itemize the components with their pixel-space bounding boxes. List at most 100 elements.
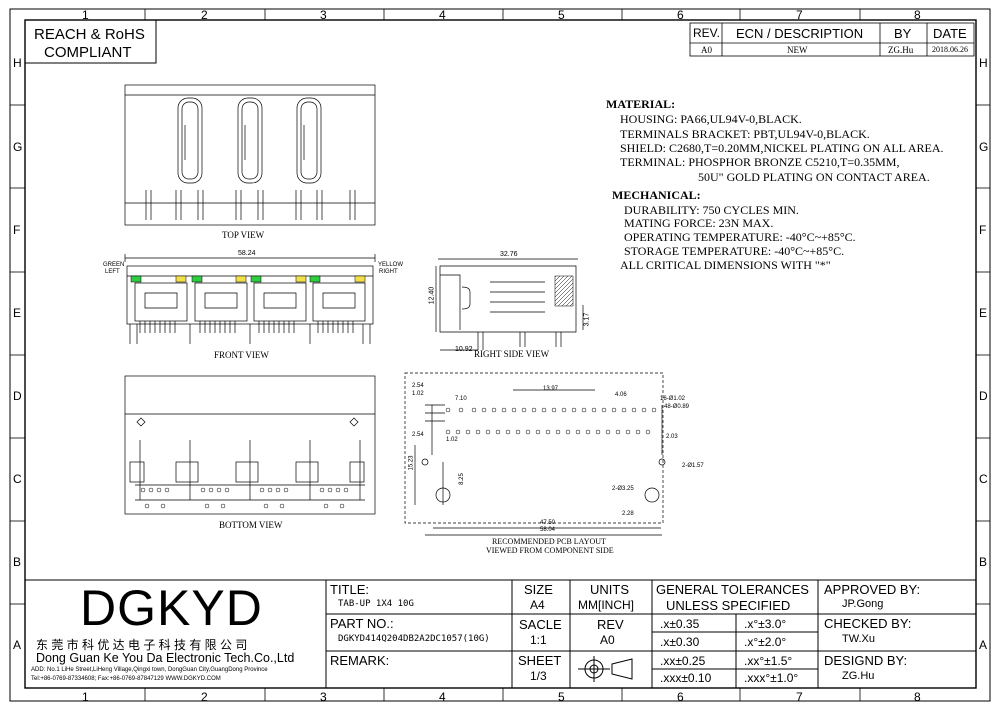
- grid-col-label: 6: [677, 8, 684, 22]
- led-right-label: RIGHT: [379, 269, 398, 275]
- tolerances-title-1: GENERAL TOLERANCES: [656, 582, 809, 597]
- tolerance-linear: .x±0.30: [660, 635, 700, 649]
- rev-value-ecn: NEW: [787, 45, 808, 55]
- approved-by-value: JP.Gong: [842, 598, 884, 610]
- dim-pcb-holes3: 2-Ø1.57: [682, 463, 704, 469]
- tolerance-angular: .x°±2.0°: [744, 635, 787, 649]
- title-label: TITLE:: [330, 582, 370, 597]
- grid-ticks: [10, 9, 990, 701]
- dim-pcb-1523: 15.23: [408, 455, 415, 471]
- dim-pcb-254a: 2.54: [412, 383, 424, 389]
- grid-row-label: H: [13, 56, 22, 70]
- designed-by-value: ZG.Hu: [842, 670, 875, 682]
- pcb-layout-label-2: VIEWED FROM COMPONENT SIDE: [486, 546, 614, 555]
- grid-row-label: A: [13, 638, 22, 652]
- size-label: SIZE: [524, 582, 553, 597]
- checked-by-value: TW.Xu: [842, 633, 876, 645]
- designed-by-label: DESIGND BY:: [824, 653, 908, 668]
- company-name-cn: 东 莞 市 科 优 达 电 子 科 技 有 限 公 司: [36, 638, 248, 652]
- dim-pcb-holes1: 16-Ø1.02: [660, 396, 686, 402]
- grid-row-label: H: [979, 56, 988, 70]
- dim-pcb-102a: 1.02: [412, 391, 424, 397]
- rev-header-ecn: ECN / DESCRIPTION: [736, 26, 864, 41]
- front-view-label: FRONT VIEW: [214, 350, 269, 360]
- tolerance-angular: .xx°±1.5°: [744, 654, 793, 668]
- grid-col-label: 6: [677, 690, 684, 704]
- dim-pcb-710: 7.10: [455, 396, 467, 402]
- grid-row-label: B: [13, 555, 22, 569]
- grid-row-label: C: [979, 472, 988, 486]
- part-no-value: DGKYD414Q204DB2A2DC1057(10G): [338, 634, 490, 644]
- material-line: TERMINALS BRACKET: PBT,UL94V-0,BLACK.: [620, 127, 870, 141]
- led-left-label: LEFT: [105, 269, 120, 275]
- grid-col-label: 1: [82, 690, 89, 704]
- grid-row-label: C: [13, 472, 22, 486]
- dim-side-small: 3.17: [583, 312, 591, 327]
- grid-row-label: D: [979, 389, 988, 403]
- size-value: A4: [530, 598, 545, 612]
- right-side-view-label: RIGHT SIDE VIEW: [474, 349, 550, 359]
- material-title: MATERIAL:: [606, 97, 676, 111]
- tolerance-linear: .xx±0.25: [660, 654, 706, 668]
- grid-row-label: F: [979, 223, 987, 237]
- grid-row-label: A: [979, 638, 988, 652]
- grid-row-label: E: [979, 306, 988, 320]
- mechanical-line: STORAGE TEMPERATURE: -40°C~+85°C.: [624, 244, 845, 258]
- dim-pcb-4750: 47.50: [540, 520, 556, 526]
- rev-value-date: 2018.06.26: [932, 45, 968, 54]
- material-line: TERMINAL: PHOSPHOR BRONZE C5210,T=0.35MM…: [620, 155, 900, 169]
- grid-row-label: G: [979, 140, 989, 154]
- right-side-hatch: [554, 275, 574, 307]
- bottom-view-pins: [140, 487, 349, 509]
- remark-label: REMARK:: [330, 653, 390, 668]
- dim-pcb-holes2: 48-Ø0.89: [664, 404, 690, 410]
- pcb-layout-label-1: RECOMMENDED PCB LAYOUT: [492, 537, 606, 546]
- rev-header-date: DATE: [933, 26, 967, 41]
- compliance-box: [24, 19, 157, 64]
- rev-value: A0: [600, 633, 615, 647]
- grid-col-label: 2: [201, 690, 208, 704]
- front-view-drawing: [124, 254, 376, 344]
- tolerance-angular: .x°±3.0°: [744, 617, 787, 631]
- bottom-view-label: BOTTOM VIEW: [219, 520, 283, 530]
- material-line: 50U" GOLD PLATING ON CONTACT AREA.: [698, 170, 930, 184]
- dim-pcb-1397: 13.97: [543, 386, 559, 392]
- top-view-label: TOP VIEW: [222, 230, 265, 240]
- part-no-label: PART NO.:: [330, 616, 394, 631]
- right-side-view-drawing: [435, 258, 584, 351]
- pcb-holes-row2: [445, 429, 651, 435]
- material-line: SHIELD: C2680,T=0.20MM,NICKEL PLATING ON…: [620, 141, 944, 155]
- approved-by-label: APPROVED BY:: [824, 582, 921, 597]
- bottom-view-drawing: [124, 375, 376, 515]
- scale-label: SACLE: [519, 617, 562, 632]
- mechanical-line: MATING FORCE: 23N MAX.: [624, 216, 774, 230]
- pcb-layout-drawing: [404, 372, 666, 536]
- led-yellow-label: YELLOW: [378, 262, 404, 268]
- tolerances-title-2: UNLESS SPECIFIED: [666, 598, 791, 613]
- dim-side-height: 12.40: [428, 286, 436, 305]
- grid-col-label: 7: [796, 8, 803, 22]
- grid-row-label: F: [13, 223, 21, 237]
- mechanical-line: OPERATING TEMPERATURE: -40°C~+85°C.: [624, 230, 856, 244]
- grid-col-label: 5: [558, 690, 565, 704]
- dim-side-bottom: 10.92: [455, 346, 473, 353]
- company-contact: Tel:+86-0769-87334608; Fax:+86-0769-8784…: [31, 676, 221, 682]
- tolerance-linear: .x±0.35: [660, 617, 700, 631]
- company-address: ADD: No.1 LiHe Street,LiHeng Village,Qin…: [31, 667, 268, 673]
- compliance-line1: REACH & RoHS: [34, 26, 145, 43]
- material-line: HOUSING: PA66,UL94V-0,BLACK.: [620, 112, 802, 126]
- revision-table-grid: [689, 22, 975, 57]
- led-green-label: GREEN: [103, 262, 125, 268]
- sheet-label: SHEET: [518, 653, 562, 668]
- front-view-leds: [130, 275, 366, 283]
- dim-pcb-825: 8.25: [458, 473, 465, 485]
- rev-value-rev: A0: [701, 45, 712, 55]
- company-name-en: Dong Guan Ke You Da Electronic Tech.Co.,…: [36, 651, 295, 665]
- mechanical-title: MECHANICAL:: [612, 188, 701, 202]
- pcb-holes-row1: [445, 407, 657, 413]
- dim-pcb-254b: 2.54: [412, 432, 424, 438]
- grid-col-label: 7: [796, 690, 803, 704]
- grid-col-label: 5: [558, 8, 565, 22]
- title-value: TAB-UP 1X4 10G: [338, 599, 414, 609]
